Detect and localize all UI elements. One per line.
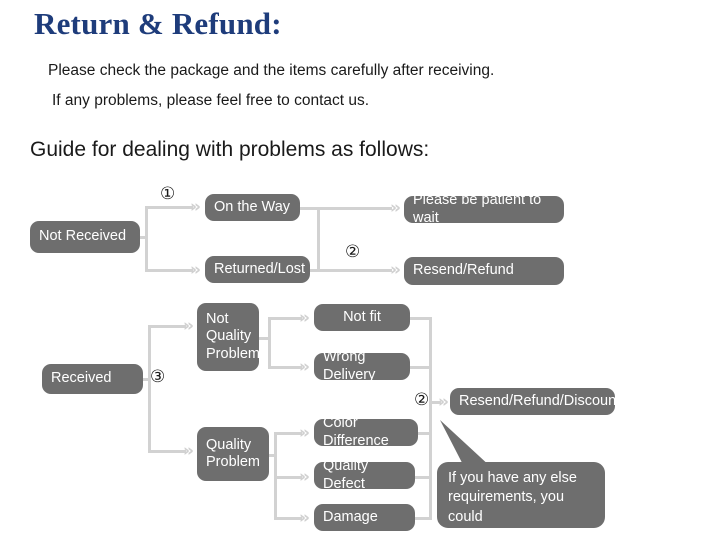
connector-not-quality-split bbox=[268, 317, 271, 369]
connector-quality-defect-out bbox=[415, 476, 432, 479]
node-resend-refund-discount: Resend/Refund/Discount bbox=[450, 388, 620, 415]
arrow-to-returned-lost: » bbox=[190, 260, 201, 280]
connector-to-wrong-delivery bbox=[268, 366, 302, 369]
node-returned-lost: Returned/Lost bbox=[205, 256, 310, 283]
marker-two-bottom: ② bbox=[414, 390, 430, 410]
callout-bubble: If you have any else requirements, you c… bbox=[437, 462, 605, 544]
connector-received-trunk bbox=[143, 378, 151, 381]
connector-on-the-way-out bbox=[300, 207, 320, 210]
connector-damage-out bbox=[415, 517, 432, 520]
connector-to-damage bbox=[274, 517, 302, 520]
node-on-the-way: On the Way bbox=[205, 194, 300, 221]
arrow-to-quality-problem: » bbox=[183, 441, 194, 461]
connector-returned-lost-out bbox=[310, 269, 320, 272]
connector-to-returned-lost bbox=[145, 269, 193, 272]
node-received: Received bbox=[42, 364, 143, 394]
arrow-to-quality-defect: » bbox=[299, 467, 310, 487]
node-damage: Damage bbox=[314, 504, 415, 531]
node-not-quality-problem: Not Quality Problem bbox=[197, 303, 260, 371]
connector-not-received-trunk bbox=[140, 236, 148, 239]
connector-to-not-fit bbox=[268, 317, 302, 320]
connector-to-quality bbox=[148, 450, 186, 453]
connector-to-on-the-way bbox=[145, 206, 193, 209]
arrow-to-resend-refund-discount: » bbox=[438, 392, 449, 412]
instruction-line-1: Please check the package and the items c… bbox=[48, 62, 495, 79]
marker-one: ① bbox=[160, 184, 176, 204]
marker-three: ③ bbox=[150, 367, 166, 387]
arrow-to-on-the-way: » bbox=[190, 197, 201, 217]
connector-received-vertical bbox=[148, 325, 151, 452]
connector-not-quality-out bbox=[259, 337, 271, 340]
connector-to-quality-defect bbox=[274, 476, 302, 479]
connector-not-received-vertical bbox=[145, 206, 148, 272]
arrow-to-color-difference: » bbox=[299, 423, 310, 443]
connector-color-difference-out bbox=[418, 432, 432, 435]
node-resend-refund: Resend/Refund bbox=[404, 257, 564, 285]
node-not-received: Not Received bbox=[30, 221, 140, 253]
connector-wrong-delivery-out bbox=[410, 366, 432, 369]
instruction-line-2: If any problems, please feel free to con… bbox=[52, 92, 370, 109]
connector-quality-split bbox=[274, 432, 277, 519]
connector-merge-bus bbox=[429, 317, 432, 520]
connector-to-please-wait bbox=[317, 207, 392, 210]
arrow-to-not-fit: » bbox=[299, 308, 310, 328]
connector-top-right-vertical bbox=[317, 207, 320, 270]
arrow-to-please-wait: » bbox=[390, 198, 401, 218]
guide-heading: Guide for dealing with problems as follo… bbox=[30, 138, 430, 161]
arrow-to-not-quality-problem: » bbox=[183, 316, 194, 336]
arrow-to-resend-refund: » bbox=[390, 260, 401, 280]
marker-two-top: ② bbox=[345, 242, 361, 262]
node-quality-defect: Quality Defect bbox=[314, 458, 415, 492]
arrow-to-wrong-delivery: » bbox=[299, 357, 310, 377]
connector-to-not-quality bbox=[148, 325, 186, 328]
node-quality-problem: Quality Problem bbox=[197, 427, 269, 481]
connector-to-resend-refund bbox=[317, 269, 392, 272]
page-title: Return & Refund: bbox=[34, 6, 282, 41]
node-not-fit: Not fit bbox=[314, 304, 410, 331]
connector-to-color-difference bbox=[274, 432, 302, 435]
connector-quality-out bbox=[269, 454, 277, 457]
arrow-to-damage: » bbox=[299, 508, 310, 528]
connector-merge-to-discount bbox=[429, 401, 441, 404]
node-please-be-patient: Please be patient to wait bbox=[404, 192, 564, 226]
node-wrong-delivery: Wrong Delivery bbox=[314, 349, 410, 383]
connector-not-fit-out bbox=[410, 317, 432, 320]
node-color-difference: Color Difference bbox=[314, 415, 418, 449]
